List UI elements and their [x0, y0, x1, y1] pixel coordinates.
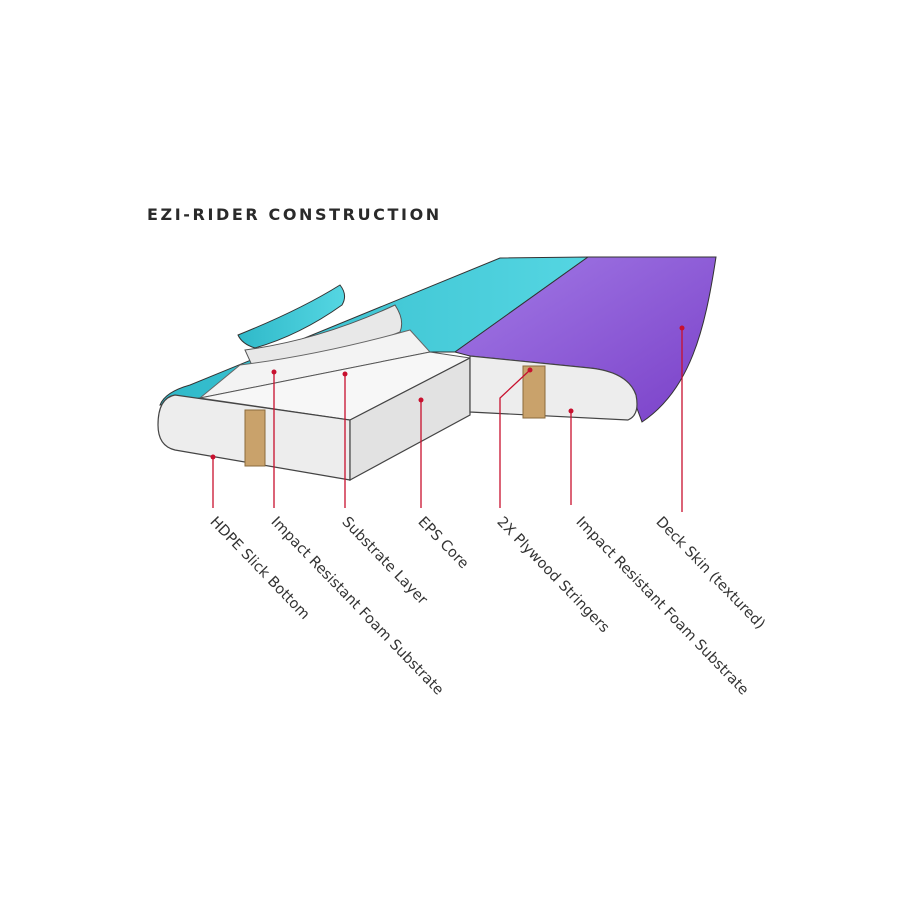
leader-dots: [210, 325, 685, 460]
peeled-deck-flap: [237, 284, 346, 349]
leader-lines: [212, 328, 683, 512]
plywood-stringer-left: [244, 409, 266, 467]
eps-core-side: [349, 357, 471, 482]
diagram-title: EZI-RIDER CONSTRUCTION: [147, 205, 442, 224]
plywood-stringer-right: [522, 365, 546, 419]
right-cross-section: [469, 355, 638, 421]
